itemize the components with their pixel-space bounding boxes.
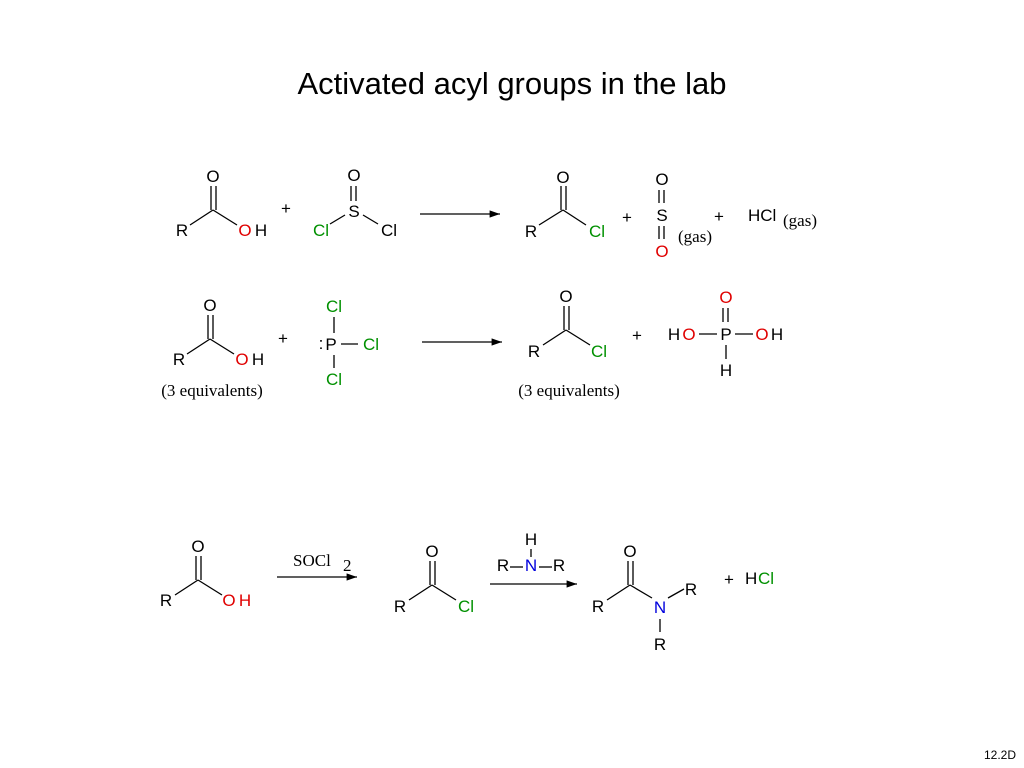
equivalents-label: (3 equivalents) xyxy=(161,381,263,400)
plus-sign: + xyxy=(281,199,291,218)
carboxylic-acid-1: O R O H xyxy=(176,167,267,240)
atom-r: R xyxy=(160,591,172,610)
atom-r: R xyxy=(525,222,537,241)
atom-r: R xyxy=(592,597,604,616)
atom-s: S xyxy=(348,202,359,221)
atom-n: N xyxy=(525,556,537,575)
atom-r: R xyxy=(497,556,509,575)
acid-chloride-3: O R Cl xyxy=(394,542,474,616)
reaction-1: O R O H + O S Cl Cl O R Cl + xyxy=(176,166,817,261)
gas-label: (gas) xyxy=(783,211,817,230)
thionyl-chloride: O S Cl Cl xyxy=(313,166,397,240)
atom-o-red: O xyxy=(222,591,235,610)
amine-reagent: H R N R xyxy=(497,530,565,575)
phosphorus-trichloride: Cl : P Cl Cl xyxy=(319,297,379,389)
atom-o-red: O xyxy=(755,325,768,344)
atom-r: R xyxy=(176,221,188,240)
slide-number: 12.2D xyxy=(983,748,1016,762)
atom-cl: Cl xyxy=(591,342,607,361)
atom-r: R xyxy=(553,556,565,575)
atom-o: O xyxy=(556,168,569,187)
atom-o-red: O xyxy=(719,288,732,307)
page-title: Activated acyl groups in the lab xyxy=(297,66,727,101)
atom-h: H xyxy=(720,361,732,380)
atom-o: O xyxy=(655,170,668,189)
plus-sign: + xyxy=(622,208,632,227)
atom-cl: Cl xyxy=(363,335,379,354)
plus-sign: + xyxy=(278,329,288,348)
atom-h: H xyxy=(771,325,783,344)
atom-o: O xyxy=(623,542,636,561)
atom-o-red: O xyxy=(235,350,248,369)
atom-cl: Cl xyxy=(313,221,329,240)
hcl-product: H Cl xyxy=(745,569,774,588)
atom-h: H xyxy=(255,221,267,240)
socl2-subscript: 2 xyxy=(343,556,352,575)
sulfur-dioxide: O S O (gas) xyxy=(655,170,712,261)
atom-o: O xyxy=(206,167,219,186)
plus-sign: + xyxy=(632,326,642,345)
atom-r: R xyxy=(394,597,406,616)
atom-o-red: O xyxy=(655,242,668,261)
atom-p: P xyxy=(325,335,336,354)
atom-o: O xyxy=(347,166,360,185)
hcl-gas: HCl (gas) xyxy=(748,206,817,230)
socl2-reagent: SOCl 2 xyxy=(293,551,352,575)
atom-p: P xyxy=(720,325,731,344)
atom-cl: Cl xyxy=(758,569,774,588)
atom-r: R xyxy=(528,342,540,361)
atom-r: R xyxy=(685,580,697,599)
atom-s: S xyxy=(656,206,667,225)
atom-cl: Cl xyxy=(326,370,342,389)
acid-chloride-2: O R Cl (3 equivalents) xyxy=(518,287,620,400)
atom-o-red: O xyxy=(238,221,251,240)
carboxylic-acid-2: O R O H (3 equivalents) xyxy=(161,296,264,400)
atom-o: O xyxy=(559,287,572,306)
atom-r: R xyxy=(173,350,185,369)
atom-h: H xyxy=(668,325,680,344)
gas-label: (gas) xyxy=(678,227,712,246)
lone-pair: : xyxy=(319,334,324,353)
atom-o-red: O xyxy=(682,325,695,344)
atom-cl: Cl xyxy=(458,597,474,616)
equivalents-label: (3 equivalents) xyxy=(518,381,620,400)
plus-sign: + xyxy=(714,207,724,226)
atom-n: N xyxy=(654,598,666,617)
atom-h: H xyxy=(525,530,537,549)
atom-o: O xyxy=(203,296,216,315)
atom-r: R xyxy=(654,635,666,654)
atom-h: H xyxy=(252,350,264,369)
atom-h-red: H xyxy=(239,591,251,610)
atom-h: H xyxy=(745,569,757,588)
atom-cl: Cl xyxy=(589,222,605,241)
carboxylic-acid-3: O R O H xyxy=(160,537,251,610)
atom-o: O xyxy=(425,542,438,561)
acid-chloride-1: O R Cl xyxy=(525,168,605,241)
reaction-3: O R O H SOCl 2 O R Cl H R N R xyxy=(160,530,774,654)
plus-sign: + xyxy=(724,570,734,589)
atom-cl: Cl xyxy=(381,221,397,240)
hcl-label: HCl xyxy=(748,206,776,225)
atom-cl: Cl xyxy=(326,297,342,316)
reaction-2: O R O H (3 equivalents) + Cl : P Cl Cl O… xyxy=(161,287,783,400)
atom-o: O xyxy=(191,537,204,556)
socl2-label: SOCl xyxy=(293,551,331,570)
phosphorous-acid: O H O P O H H xyxy=(668,288,783,380)
amide-product: O R N R R xyxy=(592,542,697,654)
